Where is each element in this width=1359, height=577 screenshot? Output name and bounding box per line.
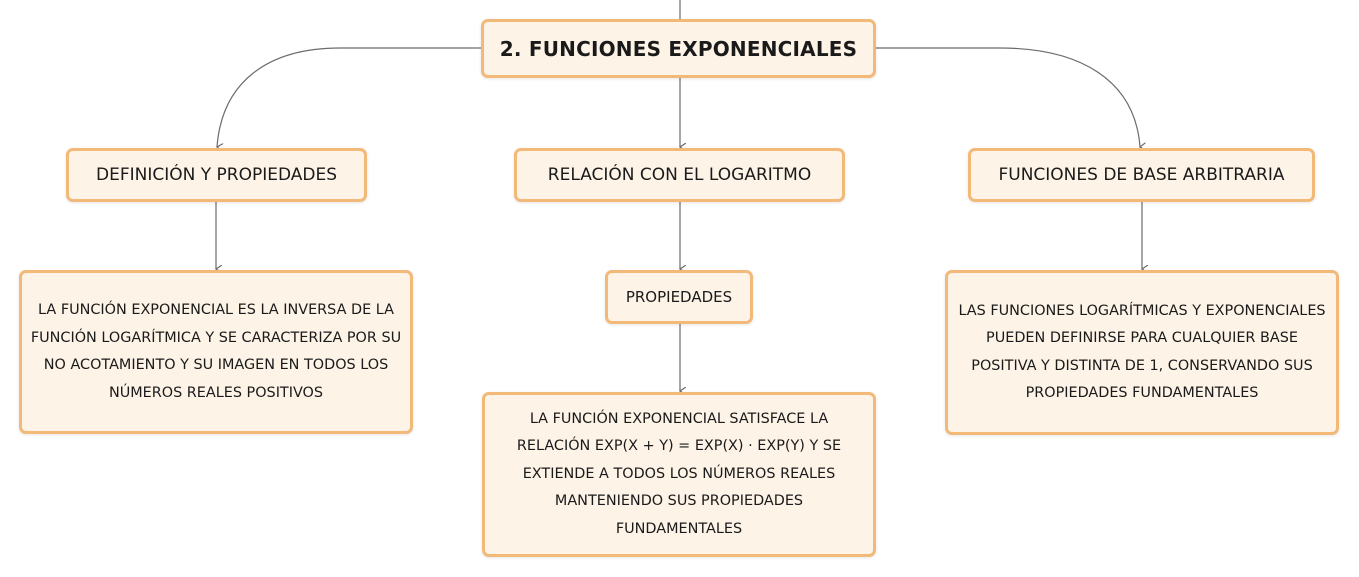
subtopic-propiedades[interactable]: PROPIEDADES <box>605 270 753 324</box>
topic-base-arbitraria[interactable]: FUNCIONES DE BASE ARBITRARIA <box>968 148 1315 202</box>
topic-definicion-label: DEFINICIÓN Y PROPIEDADES <box>95 165 338 185</box>
root-topic-label: 2. FUNCIONES EXPONENCIALES <box>499 36 858 61</box>
subtopic-propiedades-detail[interactable]: LA FUNCIÓN EXPONENCIAL SATISFACE LA RELA… <box>482 392 876 557</box>
subtopic-base-arbitraria-detail[interactable]: LAS FUNCIONES LOGARÍTMICAS Y EXPONENCIAL… <box>945 270 1339 435</box>
topic-relacion-label: RELACIÓN CON EL LOGARITMO <box>547 165 812 185</box>
topic-definicion[interactable]: DEFINICIÓN Y PROPIEDADES <box>66 148 367 202</box>
connector-root-to-definicion <box>217 47 481 147</box>
subtopic-definicion-detail[interactable]: LA FUNCIÓN EXPONENCIAL ES LA INVERSA DE … <box>19 270 413 434</box>
topic-base-arbitraria-label: FUNCIONES DE BASE ARBITRARIA <box>998 165 1285 185</box>
topic-relacion[interactable]: RELACIÓN CON EL LOGARITMO <box>514 148 845 202</box>
subtopic-definicion-detail-text: LA FUNCIÓN EXPONENCIAL ES LA INVERSA DE … <box>30 302 402 401</box>
root-topic[interactable]: 2. FUNCIONES EXPONENCIALES <box>481 19 876 78</box>
subtopic-base-arbitraria-detail-text: LAS FUNCIONES LOGARÍTMICAS Y EXPONENCIAL… <box>958 302 1326 402</box>
subtopic-propiedades-label: PROPIEDADES <box>625 288 733 306</box>
subtopic-propiedades-detail-text: LA FUNCIÓN EXPONENCIAL SATISFACE LA RELA… <box>516 410 842 537</box>
connector-root-to-base <box>876 47 1140 147</box>
